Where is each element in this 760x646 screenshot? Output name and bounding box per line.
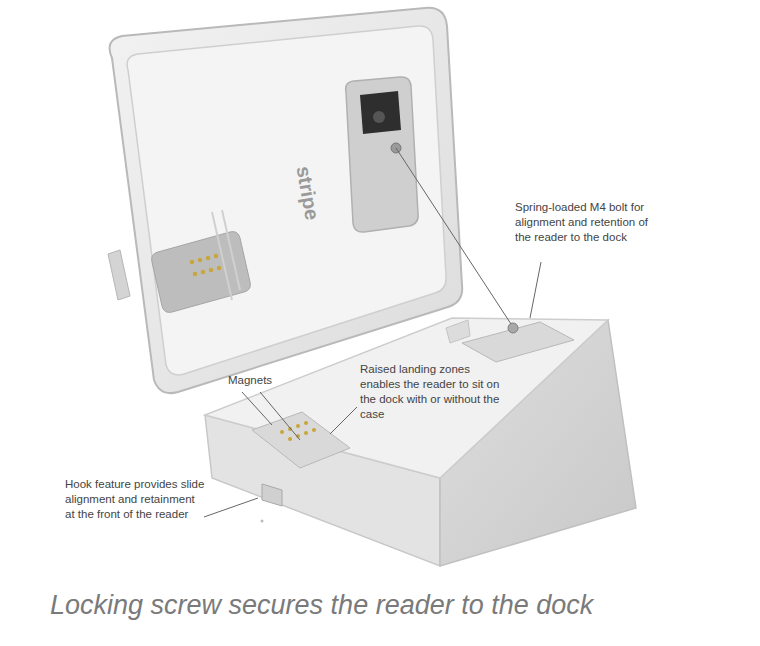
brand-mark: stripe [288, 151, 327, 234]
callout-note: Spring-loaded M4 bolt for alignment and … [515, 200, 657, 245]
callout-note: Raised landing zones enables the reader … [360, 362, 505, 422]
leader-lines [204, 148, 541, 517]
callout-note: Magnets [228, 373, 308, 388]
figure-caption: Locking screw secures the reader to the … [50, 590, 593, 621]
callout-note: Hook feature provides slide alignment an… [65, 477, 207, 522]
dock [205, 318, 636, 566]
